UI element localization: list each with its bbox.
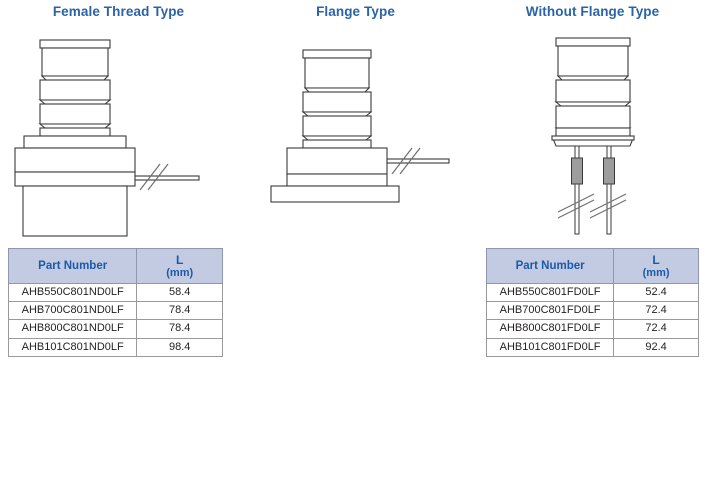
cell-length-mm: 98.4 [136,337,223,357]
table-header-row: Part Number L (mm) [485,248,699,284]
cell-part-number: AHB101C801ND0LF [7,337,138,357]
cell-part-number: AHB700C801ND0LF [7,301,138,321]
length-unit: (mm) [166,266,194,279]
variant-column-flange: Flange Type [237,0,699,488]
cell-part-number: AHB800C801FD0LF [485,319,615,339]
cell-length-mm: 52.4 [613,282,699,303]
cell-length-mm: 92.4 [613,337,699,357]
table-header-row: Part Number L (mm) [7,248,223,284]
variant-column-without-flange: Without Flange Type [474,0,711,488]
column-header-length: L (mm) [136,248,223,284]
cell-part-number: AHB800C801ND0LF [7,319,138,339]
cell-length-mm: 78.4 [136,301,223,321]
cell-part-number: AHB550C801ND0LF [7,282,138,303]
column-title-flange: Flange Type [316,4,395,19]
column-title-female-thread: Female Thread Type [52,4,185,19]
length-unit: (mm) [642,266,670,279]
flange-type-drawing [237,28,474,240]
cell-part-number: AHB700C801FD0LF [485,301,615,321]
column-header-length: L (mm) [613,248,699,284]
cell-part-number: AHB101C801FD0LF [485,337,615,357]
length-symbol: L [176,252,184,267]
column-header-part-number: Part Number [7,248,138,284]
cell-length-mm: 78.4 [136,319,223,339]
variant-column-female-thread: Female Thread Type [0,0,237,488]
without-flange-type-drawing [474,28,711,240]
female-thread-type-drawing [0,28,237,240]
column-title-without-flange: Without Flange Type [525,4,660,19]
length-symbol: L [652,252,660,267]
cell-length-mm: 72.4 [613,301,699,321]
column-header-part-number: Part Number [485,248,615,284]
cell-part-number: AHB550C801FD0LF [485,282,615,303]
cell-length-mm: 72.4 [613,319,699,339]
cell-length-mm: 58.4 [136,282,223,303]
